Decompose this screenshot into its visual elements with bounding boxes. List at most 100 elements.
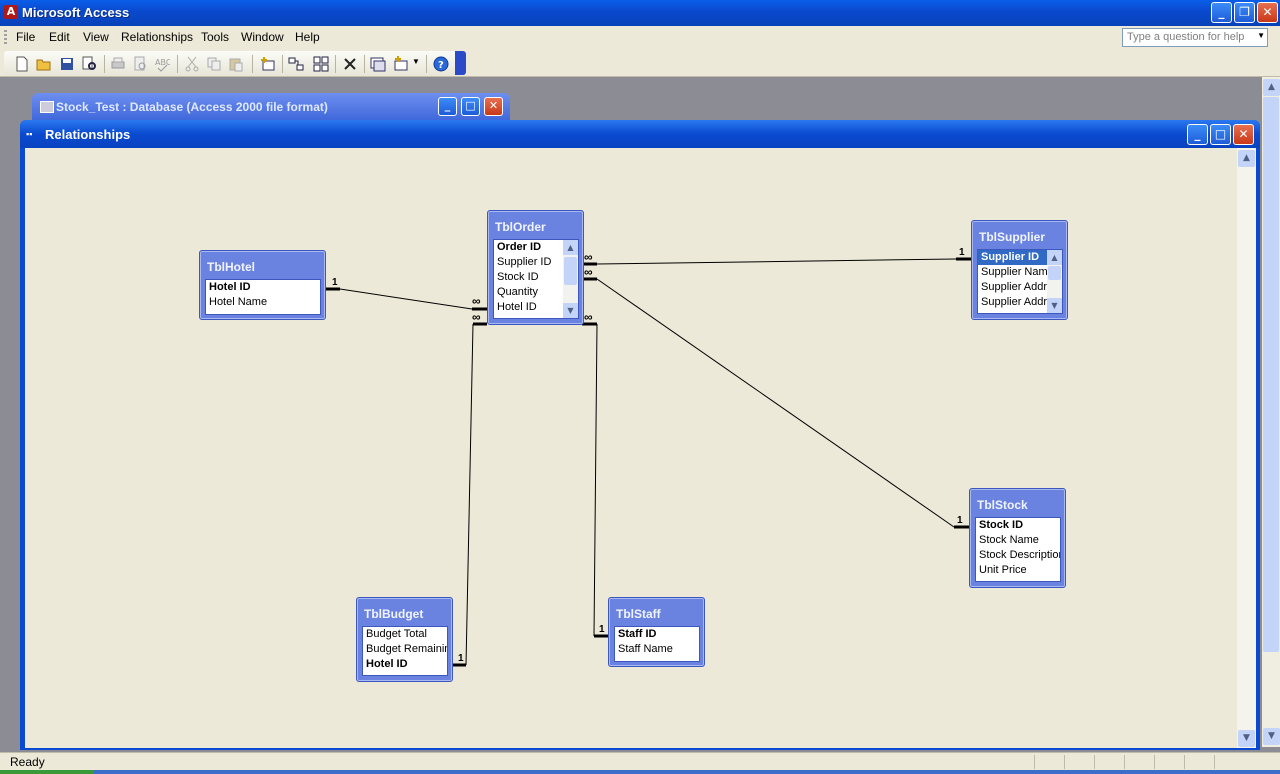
field-item[interactable]: Stock Name [979, 534, 1039, 546]
svg-text:?: ? [438, 60, 444, 71]
table-title: TblSupplier [979, 230, 1045, 244]
db-maximize-button[interactable]: □ [461, 97, 480, 116]
field-item[interactable]: Hotel Name [209, 296, 268, 308]
toolbar-strip: ABC ▼ ? [4, 51, 466, 75]
field-item[interactable]: Stock Description [979, 549, 1061, 561]
scroll-thumb[interactable] [564, 257, 577, 285]
scroll-up-icon[interactable]: ▲ [563, 240, 578, 255]
help-question-input[interactable]: Type a question for help ▼ [1122, 28, 1268, 47]
toolbar-separator [282, 55, 283, 73]
field-item[interactable]: Hotel ID [497, 301, 537, 313]
field-item[interactable]: Order ID [497, 241, 542, 253]
status-cell [1154, 755, 1185, 769]
delete-icon[interactable] [342, 56, 358, 72]
app-minimize-button[interactable]: _ [1211, 2, 1232, 23]
menu-tools[interactable]: Tools [201, 30, 230, 44]
field-item[interactable]: Budget Total [366, 628, 427, 640]
table-stock[interactable]: TblStock Stock ID Stock Name Stock Descr… [969, 488, 1066, 588]
menu-help[interactable]: Help [295, 30, 320, 44]
scroll-down-icon[interactable]: ▼ [1238, 730, 1255, 747]
field-item[interactable]: Staff Name [618, 643, 673, 655]
spelling-icon[interactable]: ABC [154, 56, 170, 72]
menu-file[interactable]: File [16, 30, 36, 44]
field-item[interactable]: Unit Price [979, 564, 1027, 576]
field-list: Budget Total Budget Remaining Hotel ID [362, 626, 448, 676]
field-item[interactable]: Supplier ID [978, 250, 1062, 265]
relationships-titlebar[interactable]: ▪▪ Relationships _ □ ✕ [20, 120, 1260, 148]
field-item[interactable]: Hotel ID [366, 658, 408, 670]
db-close-button[interactable]: ✕ [484, 97, 503, 116]
paste-icon[interactable] [228, 56, 244, 72]
field-list: Hotel ID Hotel Name [205, 279, 321, 315]
scroll-thumb[interactable] [1263, 97, 1279, 652]
rel-close-button[interactable]: ✕ [1233, 124, 1254, 145]
copy-icon[interactable] [206, 56, 222, 72]
scroll-down-icon[interactable]: ▼ [563, 303, 578, 318]
new-object-dropdown-icon[interactable]: ▼ [412, 57, 420, 66]
menu-grip[interactable] [4, 30, 7, 46]
relationships-vertical-scrollbar[interactable]: ▲ ▼ [1237, 148, 1256, 748]
toolbar-options-icon[interactable] [455, 51, 466, 75]
cut-icon[interactable] [184, 56, 200, 72]
status-cell [1124, 755, 1155, 769]
field-item[interactable]: Supplier Addre [981, 296, 1054, 308]
file-search-icon[interactable] [81, 56, 97, 72]
field-item[interactable]: Supplier Name [981, 266, 1054, 278]
field-item[interactable]: Stock ID [979, 519, 1024, 531]
access-app-icon[interactable]: A [4, 5, 18, 19]
scroll-up-icon[interactable]: ▲ [1047, 250, 1062, 265]
database-window[interactable]: Stock_Test : Database (Access 2000 file … [32, 93, 510, 123]
relationships-icon[interactable]: ▪▪ [26, 129, 33, 139]
field-item[interactable]: Budget Remaining [366, 643, 448, 655]
field-item[interactable]: Stock ID [497, 271, 539, 283]
toolbar-separator [335, 55, 336, 73]
table-order[interactable]: TblOrder Order ID Supplier ID Stock ID Q… [487, 210, 584, 325]
scroll-thumb[interactable] [1048, 266, 1061, 280]
app-vertical-scrollbar[interactable]: ▲ ▼ [1262, 77, 1280, 747]
rel-maximize-button[interactable]: □ [1210, 124, 1231, 145]
show-all-icon[interactable] [313, 56, 329, 72]
show-direct-icon[interactable] [288, 56, 304, 72]
database-window-icon [40, 101, 54, 113]
menu-bar: File Edit View Relationships Tools Windo… [0, 26, 1280, 50]
scroll-up-icon[interactable]: ▲ [1263, 79, 1280, 96]
table-hotel[interactable]: TblHotel Hotel ID Hotel Name [199, 250, 326, 320]
new-object-icon[interactable] [393, 56, 409, 72]
menu-relationships[interactable]: Relationships [121, 30, 194, 44]
app-close-button[interactable]: ✕ [1257, 2, 1278, 23]
print-icon[interactable] [110, 56, 126, 72]
table-supplier[interactable]: TblSupplier Supplier ID Supplier Name Su… [971, 220, 1068, 320]
print-preview-icon[interactable] [132, 56, 148, 72]
field-item[interactable]: Hotel ID [209, 281, 251, 293]
open-icon[interactable] [36, 56, 52, 72]
db-minimize-button[interactable]: _ [438, 97, 457, 116]
field-item[interactable]: Supplier Addre [981, 281, 1054, 293]
field-list-scrollbar[interactable]: ▲ ▼ [563, 240, 578, 318]
help-dropdown-icon[interactable]: ▼ [1257, 31, 1265, 40]
save-icon[interactable] [59, 56, 75, 72]
field-item[interactable]: Staff ID [618, 628, 657, 640]
table-budget[interactable]: TblBudget Budget Total Budget Remaining … [356, 597, 453, 682]
start-button[interactable] [0, 770, 94, 774]
status-cell [1214, 755, 1245, 769]
table-title: TblStaff [616, 607, 661, 621]
field-list-scrollbar[interactable]: ▲ ▼ [1047, 250, 1062, 313]
app-restore-button[interactable]: ❐ [1234, 2, 1255, 23]
menu-window[interactable]: Window [241, 30, 284, 44]
toolbar: ABC ▼ ? [0, 50, 1280, 77]
menu-view[interactable]: View [83, 30, 109, 44]
scroll-up-icon[interactable]: ▲ [1238, 150, 1255, 167]
show-table-icon[interactable] [260, 56, 276, 72]
new-icon[interactable] [14, 56, 30, 72]
scroll-down-icon[interactable]: ▼ [1047, 298, 1062, 313]
help-icon[interactable]: ? [433, 56, 449, 72]
field-item[interactable]: Supplier ID [497, 256, 552, 268]
status-bar: Ready [0, 752, 1280, 771]
table-staff[interactable]: TblStaff Staff ID Staff Name [608, 597, 705, 667]
menu-edit[interactable]: Edit [49, 30, 70, 44]
scroll-down-icon[interactable]: ▼ [1263, 728, 1280, 745]
database-window-icon[interactable] [370, 56, 386, 72]
field-item[interactable]: Quantity [497, 286, 538, 298]
rel-minimize-button[interactable]: _ [1187, 124, 1208, 145]
database-window-title: Stock_Test : Database (Access 2000 file … [56, 100, 328, 114]
